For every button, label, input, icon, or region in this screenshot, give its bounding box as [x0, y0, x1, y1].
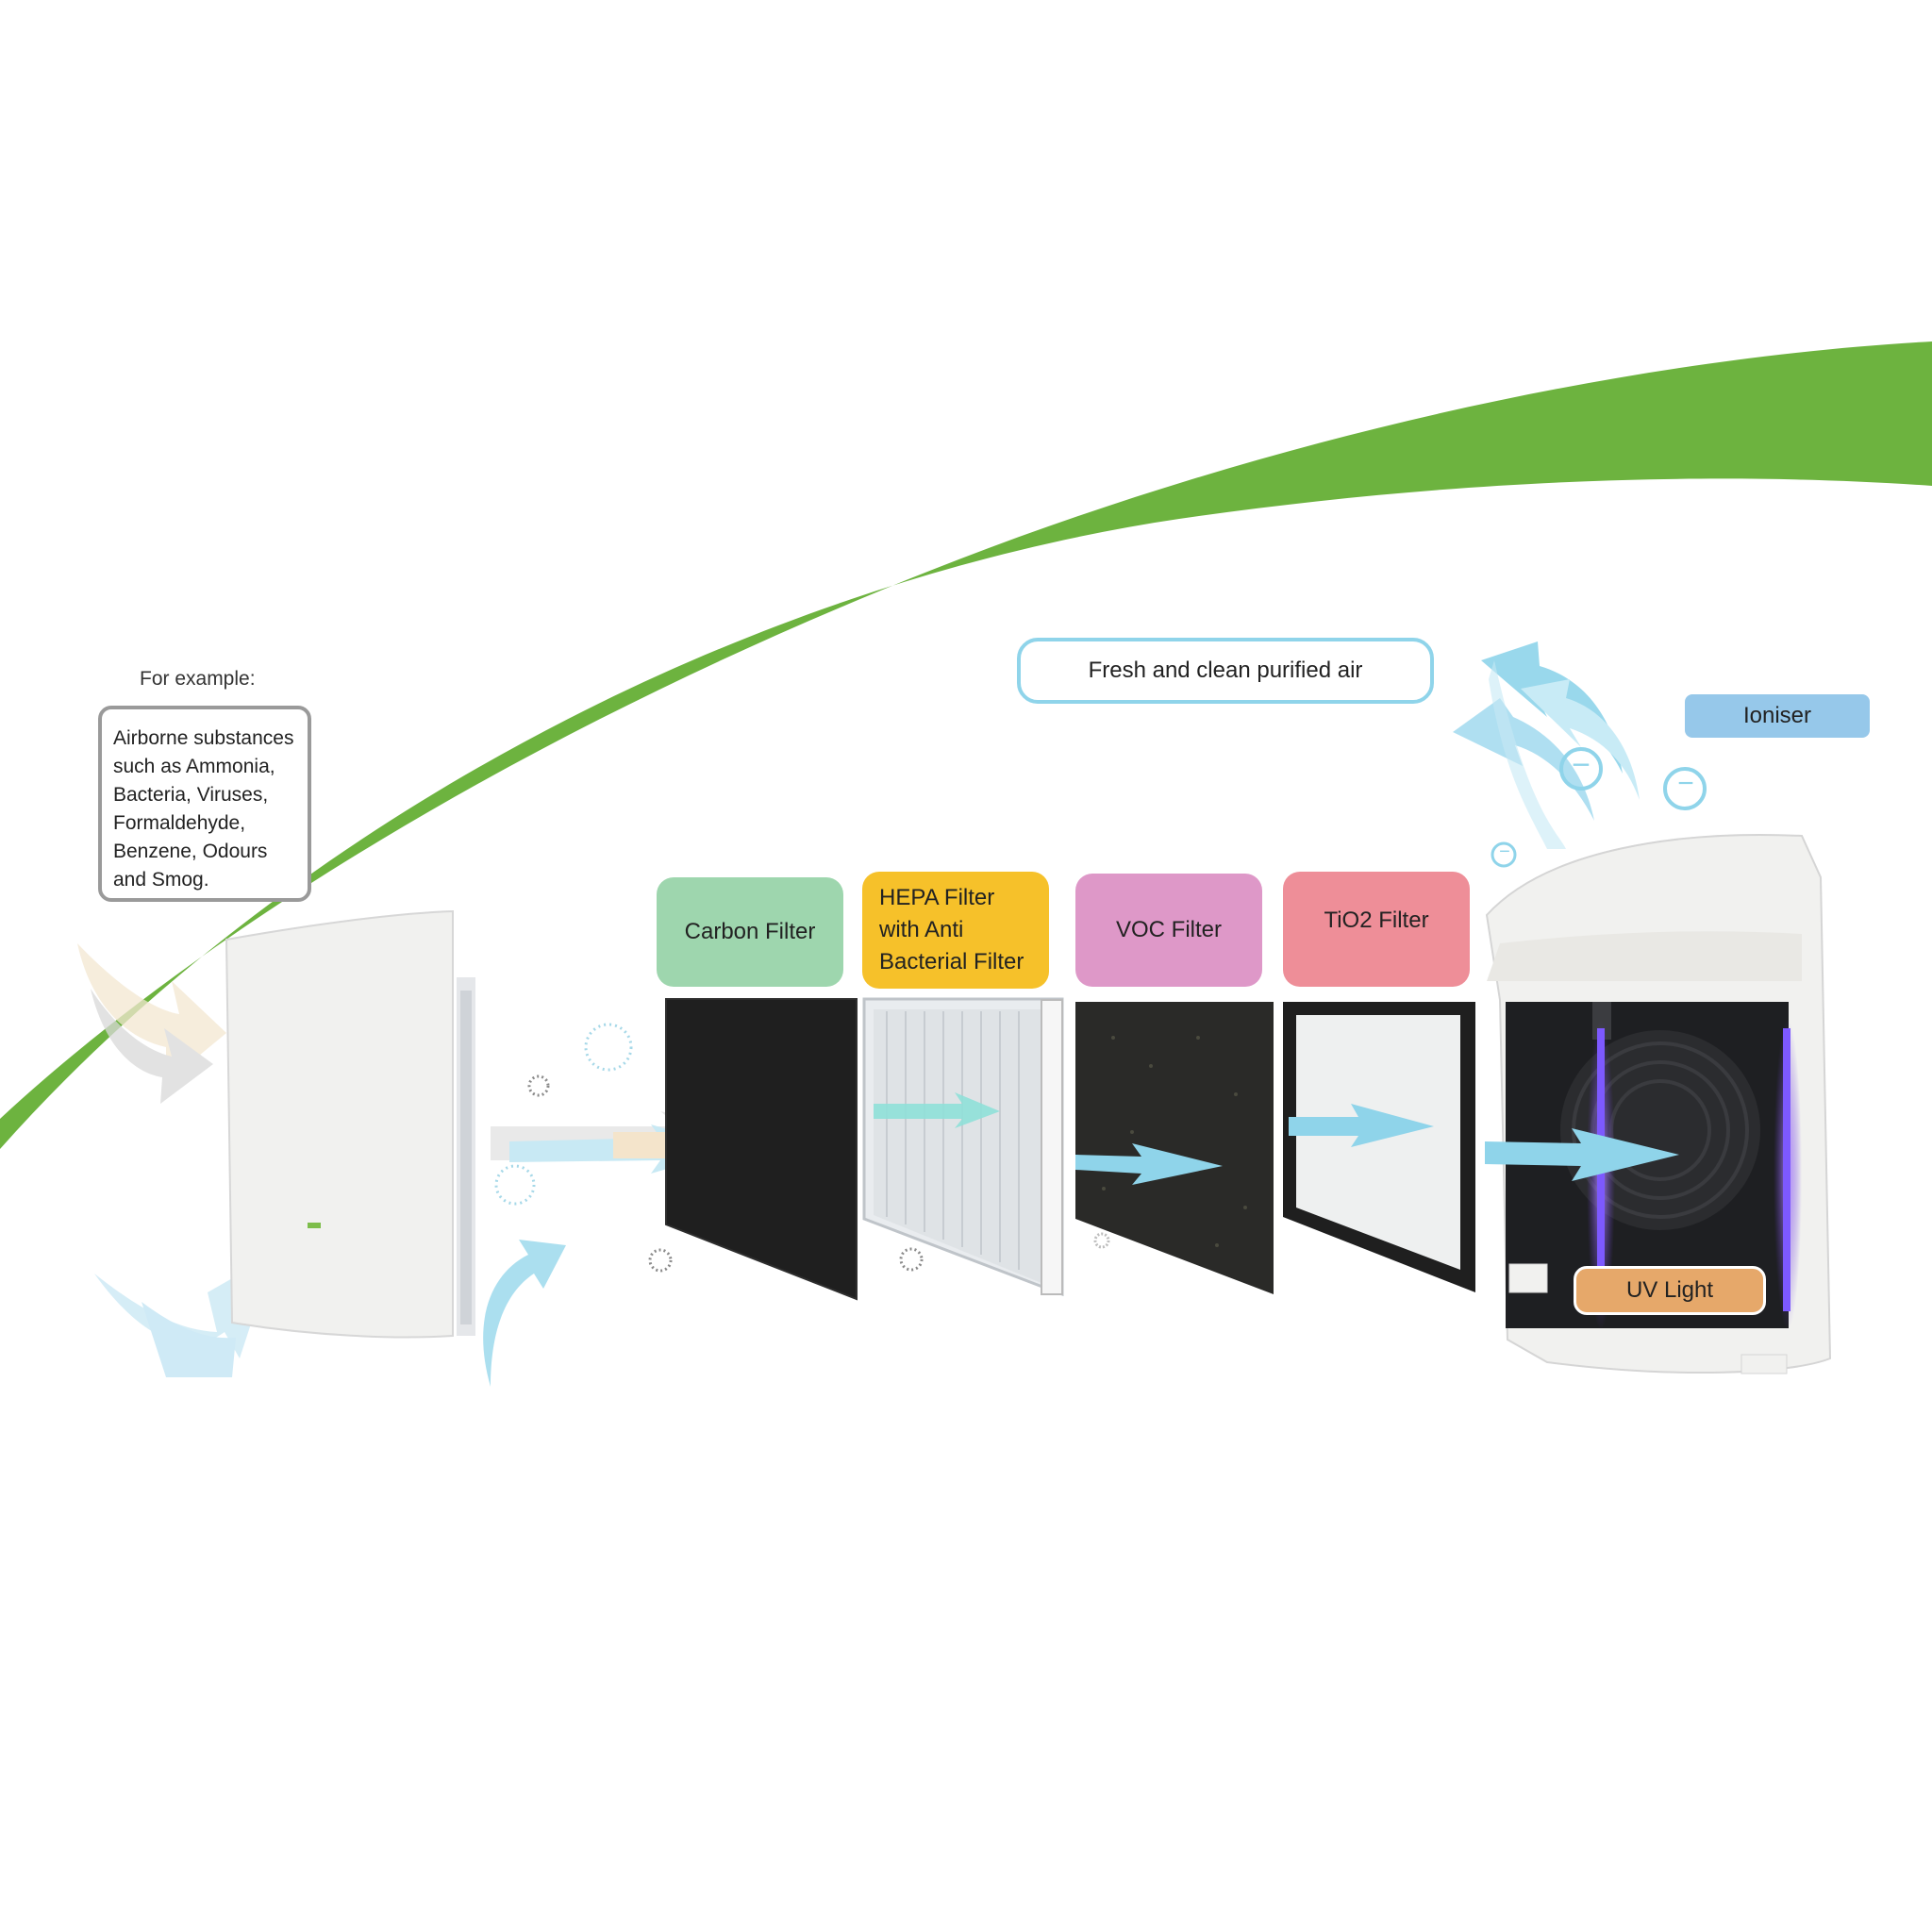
substances-line: Airborne substances — [113, 727, 294, 749]
substances-line: Bacteria, Viruses, — [113, 784, 269, 806]
voc-filter-label-text: VOC Filter — [1115, 917, 1222, 942]
substances-line: Benzene, Odours — [113, 841, 268, 862]
carbon-filter-panel — [665, 998, 858, 1301]
airborne-substances-box: Airborne substances such as Ammonia, Bac… — [98, 706, 311, 902]
inflow-arrows-left — [77, 943, 566, 1387]
outflow-arrows — [1453, 641, 1640, 849]
caption-for-example: For example: — [140, 668, 256, 690]
uv-light-label-text: UV Light — [1625, 1277, 1714, 1303]
ion-minus-sign-small: − — [1499, 841, 1510, 862]
substances-line: Formaldehyde, — [113, 812, 246, 834]
carbon-filter-label-text: Carbon Filter — [684, 919, 816, 944]
hepa-filter-panel — [862, 997, 1064, 1297]
purifier-front — [225, 909, 475, 1339]
fresh-air-label: Fresh and clean purified air — [1017, 638, 1434, 704]
substances-line: and Smog. — [113, 869, 209, 891]
carbon-filter-label: Carbon Filter — [657, 877, 843, 987]
purifier-open-unit — [1485, 834, 1832, 1374]
voc-filter-panel — [1075, 1002, 1274, 1294]
uv-light-label: UV Light — [1574, 1266, 1766, 1315]
ion-small-circle — [1491, 841, 1517, 868]
substances-line: such as Ammonia, — [113, 756, 275, 777]
ion-minus-sign-large: − — [1572, 747, 1591, 783]
ion-right-circle — [1663, 767, 1707, 810]
ion-large-circle — [1559, 747, 1603, 791]
green-swoosh — [0, 341, 1932, 1149]
particles — [494, 1023, 1110, 1273]
ioniser-label-text: Ioniser — [1742, 703, 1812, 728]
hepa-filter-label-line: HEPA Filter — [879, 885, 995, 910]
tio2-filter-label: TiO2 Filter — [1283, 872, 1470, 987]
tio2-filter-panel — [1283, 1002, 1475, 1292]
hepa-filter-label-line: Bacterial Filter — [879, 949, 1024, 974]
hepa-filter-label: HEPA Filter with Anti Bacterial Filter — [862, 872, 1049, 989]
voc-filter-label: VOC Filter — [1075, 874, 1262, 987]
hepa-filter-label-line: with Anti — [879, 917, 964, 942]
ioniser-label: Ioniser — [1685, 694, 1870, 738]
tio2-filter-label-text: TiO2 Filter — [1324, 908, 1429, 933]
ion-minus-sign-right: − — [1677, 768, 1694, 799]
